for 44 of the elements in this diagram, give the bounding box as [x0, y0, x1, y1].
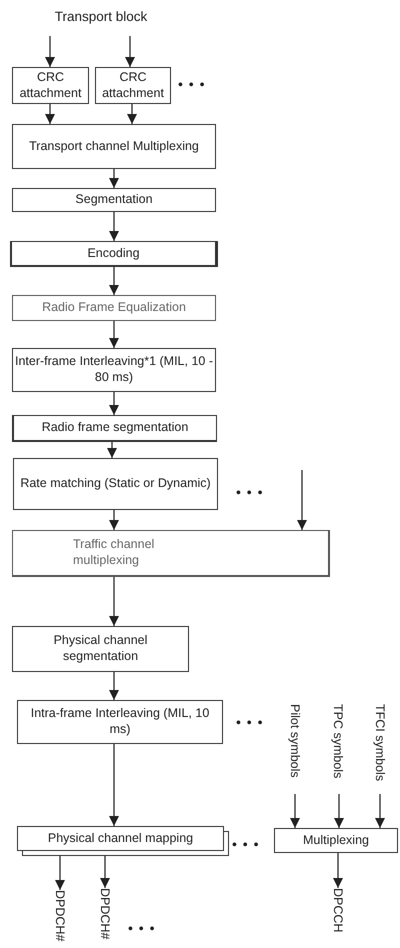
- process-box: Multiplexing: [274, 828, 398, 853]
- ellipsis-dots: • • •: [128, 920, 156, 936]
- vertical-text: Pilot symbols: [287, 704, 304, 794]
- process-box: Segmentation: [12, 188, 216, 212]
- arrow: [45, 104, 55, 124]
- process-box: CRC attachment: [12, 67, 89, 104]
- process-box: Intra-frame Interleaving (MIL, 10 ms): [17, 700, 223, 744]
- process-box: Encoding: [10, 241, 218, 267]
- ellipsis-dots: • • •: [232, 836, 260, 852]
- arrow: [45, 36, 55, 67]
- arrow: [127, 104, 137, 124]
- arrow: [109, 744, 119, 826]
- process-box: Traffic channel multiplexing: [12, 530, 330, 577]
- arrow: [125, 36, 135, 67]
- heading-text: Transport block: [42, 6, 160, 28]
- process-box: Transport channel Multiplexing: [12, 124, 216, 169]
- arrow: [297, 470, 307, 530]
- arrow: [107, 442, 117, 458]
- arrow: [109, 212, 119, 241]
- ellipsis-dots: • • •: [178, 76, 206, 92]
- arrow: [109, 577, 119, 626]
- arrow: [109, 169, 119, 188]
- arrow: [375, 794, 385, 828]
- arrow: [109, 267, 119, 295]
- arrow: [109, 672, 119, 700]
- arrow: [290, 794, 300, 828]
- arrow: [334, 794, 344, 828]
- process-box: Inter-frame Interleaving*1 (MIL, 10 - 80 ms): [12, 348, 216, 392]
- vertical-text: DPCCH: [330, 888, 347, 948]
- vertical-text: TFCI symbols: [372, 704, 389, 794]
- process-box: Rate matching (Static or Dynamic): [13, 458, 218, 510]
- arrow: [109, 510, 119, 530]
- ellipsis-dots: • • •: [236, 484, 264, 500]
- arrow: [109, 392, 119, 415]
- vertical-text: DPDCH#: [97, 888, 114, 948]
- vertical-text: DPDCH#: [52, 890, 69, 948]
- ellipsis-dots: • • •: [236, 714, 264, 730]
- process-box: Physical channel segmentation: [12, 626, 189, 672]
- vertical-text: TPC symbols: [330, 704, 347, 794]
- process-box: Radio frame segmentation: [12, 415, 217, 442]
- arrow: [109, 321, 119, 348]
- process-box: Radio Frame Equalization: [12, 295, 216, 321]
- process-box: CRC attachment: [95, 67, 171, 104]
- arrow: [333, 853, 343, 888]
